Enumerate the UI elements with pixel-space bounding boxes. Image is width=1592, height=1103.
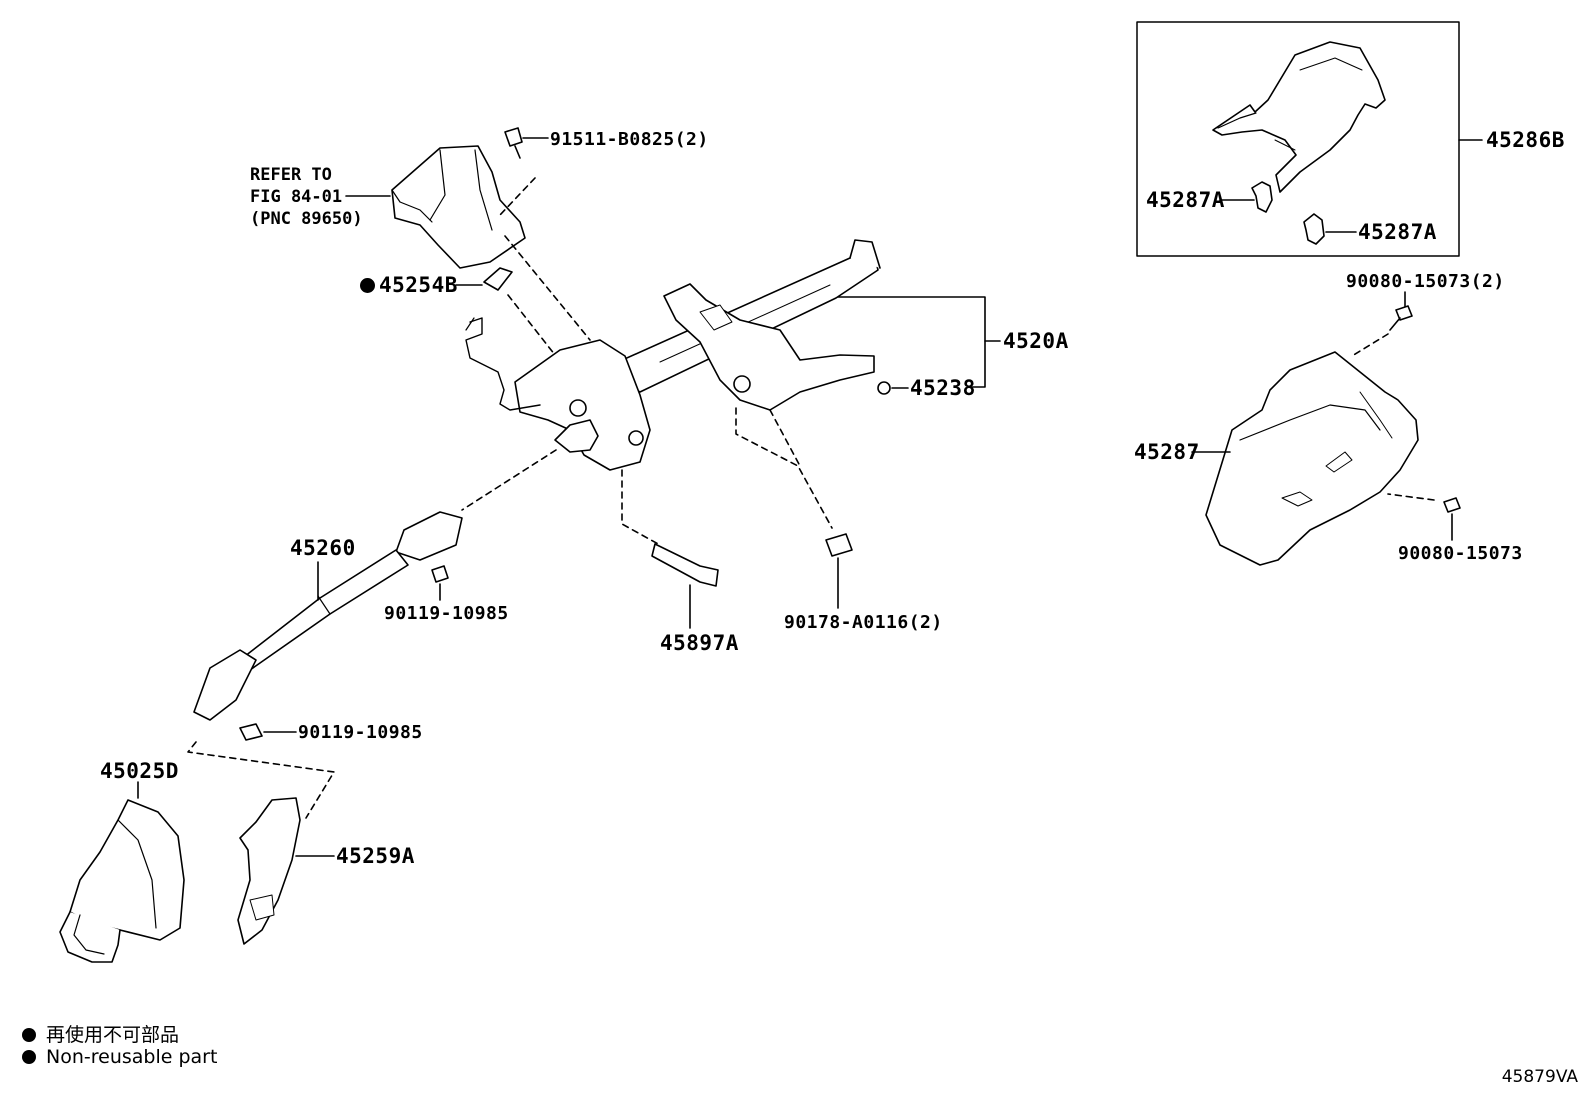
refer-line-2: FIG 84-01 (250, 187, 343, 207)
label-4520A: 4520A (1003, 329, 1069, 353)
lower-column-cover (1205, 351, 1419, 566)
label-45254B: 45254B (360, 275, 458, 296)
dash-91511 (499, 177, 536, 216)
label-45897A: 45897A (660, 631, 739, 655)
dash-90178a (735, 407, 833, 529)
refer-line-1: REFER TO (250, 165, 332, 185)
label-45238: 45238 (910, 376, 976, 400)
group-box-45286B (1136, 21, 1460, 257)
label-45287A-left: 45287A (1146, 188, 1225, 212)
legend-jp-text: 再使用不可部品 (46, 1024, 180, 1046)
dash-module-column (504, 235, 591, 341)
refer-line-3: (PNC 89650) (250, 209, 363, 229)
bolt-91511 (504, 127, 523, 159)
label-45254B-text: 45254B (379, 273, 458, 297)
dash-90080b (1387, 493, 1435, 501)
label-91511: 91511-B0825(2) (550, 129, 709, 150)
bolt-45897A (651, 543, 719, 587)
label-45259A: 45259A (336, 844, 415, 868)
non-reusable-marker (360, 278, 375, 293)
steering-lock-module (391, 145, 526, 269)
figure-code: 45879VA (1501, 1067, 1578, 1087)
legend-dot-icon (22, 1050, 36, 1064)
dash-45897A (621, 469, 661, 546)
bolt-90119-lower (239, 723, 263, 741)
clip-45287A-right (1303, 213, 1357, 245)
bolt-90119-upper (431, 565, 449, 583)
label-45025D: 45025D (100, 759, 179, 783)
label-45286B: 45286B (1486, 128, 1565, 152)
part-45254B (483, 267, 513, 291)
label-45287: 45287 (1134, 440, 1200, 464)
legend-en: Non-reusable part (22, 1046, 217, 1068)
intermediate-shaft (193, 511, 463, 721)
upper-column-cover (1212, 41, 1386, 193)
dash-45254B-column (507, 294, 556, 356)
label-90119-upper: 90119-10985 (384, 603, 509, 624)
label-45260: 45260 (290, 536, 356, 560)
dash-shaft-column (461, 449, 557, 511)
label-45287A-right: 45287A (1358, 220, 1437, 244)
clip-45287A-left (1219, 181, 1273, 213)
steering-column-boot-45025D (59, 799, 185, 963)
dash-90178b (769, 409, 801, 467)
dash-90080a (1351, 333, 1389, 357)
boot-holder-45259A (237, 797, 301, 945)
legend-en-text: Non-reusable part (46, 1046, 218, 1068)
legend-dot-icon (22, 1028, 36, 1042)
screw-90080-lower (1443, 497, 1461, 513)
label-refer-fig: REFER TO FIG 84-01 (PNC 89650) (250, 164, 363, 230)
legend-jp: 再使用不可部品 (22, 1020, 179, 1047)
label-90080-upper: 90080-15073(2) (1346, 271, 1505, 292)
label-90178: 90178-A0116(2) (784, 612, 943, 633)
dash-boot (187, 741, 335, 819)
nut-45238 (877, 381, 891, 395)
screw-90080-upper (1389, 305, 1413, 331)
label-90119-lower: 90119-10985 (298, 722, 423, 743)
steering-column-assembly (465, 239, 881, 471)
nut-90178 (825, 533, 853, 557)
leader-4520A (837, 296, 986, 388)
label-90080-lower: 90080-15073 (1398, 543, 1523, 564)
